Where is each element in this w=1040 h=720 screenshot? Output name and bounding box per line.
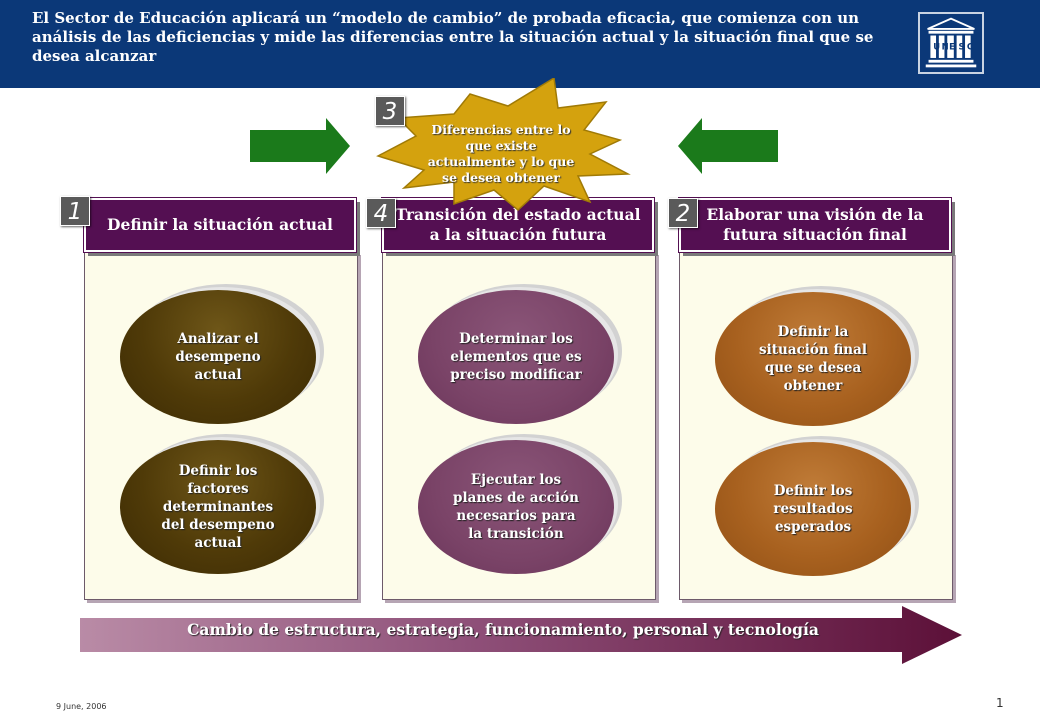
right-arrow-icon: [250, 118, 350, 174]
step-badge-3: 3: [375, 96, 405, 126]
step-badge-4: 4: [366, 198, 396, 228]
svg-text:C: C: [967, 42, 973, 52]
column-title-1: Definir la situación actual: [107, 215, 333, 234]
execute-plans-oval: Ejecutar los planes de acción necesarios…: [418, 440, 614, 574]
header-bar: El Sector de Educación aplicará un “mode…: [0, 0, 1040, 88]
oval-label: Definir los factores determinantes del d…: [161, 463, 275, 551]
define-results-oval: Definir los resultados esperados: [715, 442, 911, 576]
unesco-logo: U N E S C: [918, 12, 984, 74]
oval-label: Definir la situación final que se desea …: [759, 324, 867, 394]
step-badge-2: 2: [668, 198, 698, 228]
page-number: 1: [996, 696, 1004, 710]
differences-burst: Diferencias entre lo que existe actualme…: [358, 78, 644, 214]
column-header-3: Elaborar una visión de la futura situaci…: [678, 197, 952, 253]
column-header-2: Transición del estado actual a la situac…: [381, 197, 655, 253]
svg-text:S: S: [958, 42, 964, 52]
oval-label: Definir los resultados esperados: [773, 483, 853, 535]
define-factors-oval: Definir los factores determinantes del d…: [120, 440, 316, 574]
oval-label: Ejecutar los planes de acción necesarios…: [453, 472, 579, 542]
oval-label: Analizar el desempeno actual: [175, 331, 261, 383]
change-arrow-label: Cambio de estructura, estrategia, funcio…: [187, 620, 819, 639]
svg-text:N: N: [942, 42, 949, 52]
page-title: El Sector de Educación aplicará un “mode…: [32, 9, 874, 65]
define-final-situation-oval: Definir la situación final que se desea …: [715, 292, 911, 426]
column-header-1: Definir la situación actual: [83, 197, 357, 253]
analyze-performance-oval: Analizar el desempeno actual: [120, 290, 316, 424]
determine-elements-oval: Determinar los elementos que es preciso …: [418, 290, 614, 424]
left-arrow-icon: [678, 118, 778, 174]
burst-text: Diferencias entre lo que existe actualme…: [427, 122, 575, 185]
step-badge-1: 1: [60, 196, 90, 226]
svg-text:E: E: [949, 42, 955, 52]
column-title-2: Transición del estado actual a la situac…: [395, 205, 641, 244]
column-title-3: Elaborar una visión de la futura situaci…: [706, 205, 924, 244]
svg-text:U: U: [933, 42, 940, 52]
change-arrow: [80, 606, 962, 664]
footer-date: 9 June, 2006: [56, 702, 107, 711]
oval-label: Determinar los elementos que es preciso …: [450, 331, 582, 383]
